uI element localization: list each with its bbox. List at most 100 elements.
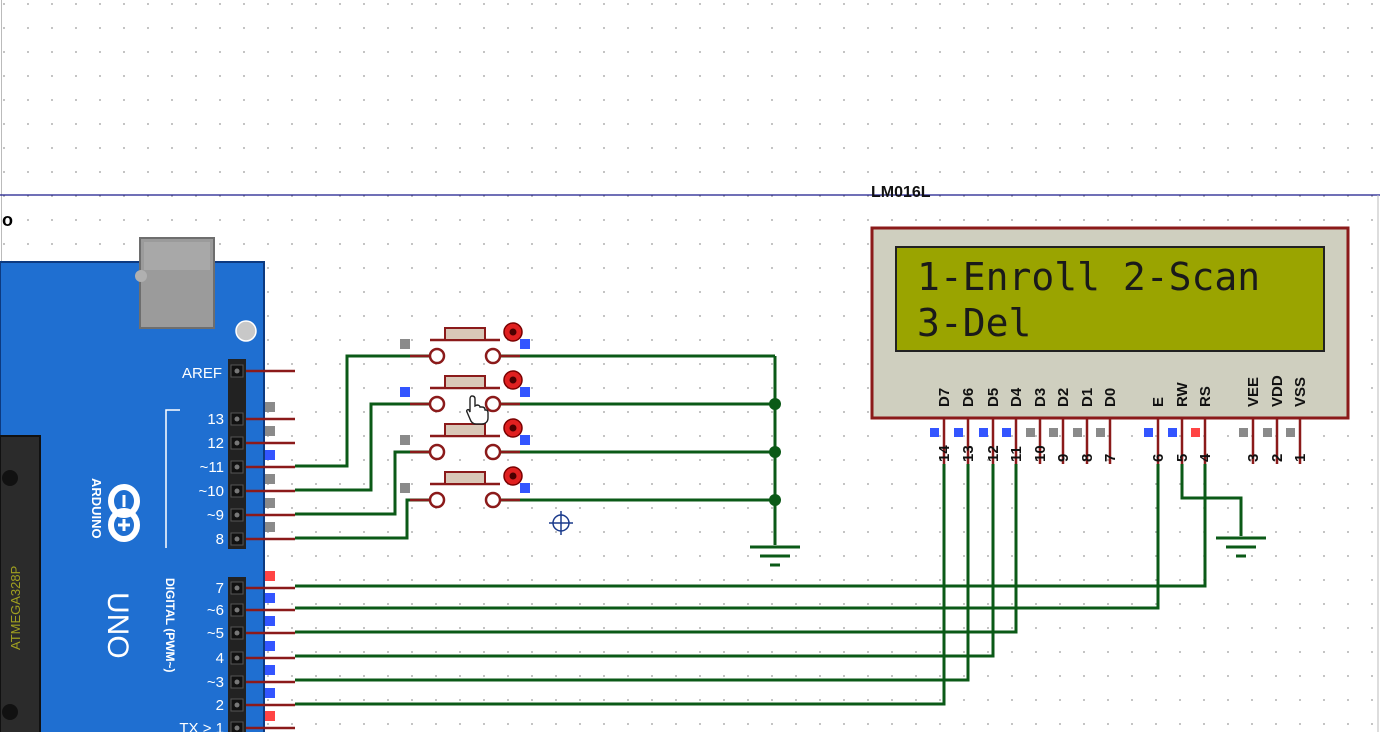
pin-state-marker xyxy=(520,339,530,349)
mounting-hole xyxy=(235,320,257,342)
arduino-logo xyxy=(108,484,140,542)
lcd-pin-label: D6 xyxy=(960,388,977,407)
socket-hole xyxy=(234,512,240,518)
socket-hole xyxy=(234,440,240,446)
arduino-pin-label: ~9 xyxy=(207,507,224,524)
push-button[interactable] xyxy=(400,466,530,509)
lcd-pin-label: VEE xyxy=(1245,377,1262,407)
pin-state-marker xyxy=(265,571,275,581)
lcd-pin-label: VDD xyxy=(1269,375,1286,407)
arduino-pin-stubs xyxy=(246,369,295,730)
push-button[interactable] xyxy=(400,370,530,413)
socket-hole xyxy=(234,464,240,470)
lcd-pin-label: D0 xyxy=(1102,388,1119,407)
socket-hole xyxy=(234,607,240,613)
lcd-pin-number: 14 xyxy=(936,445,953,462)
board-body xyxy=(0,261,265,732)
chip-notch xyxy=(2,470,18,486)
socket-hole xyxy=(234,585,240,591)
arduino-pin-label: 8 xyxy=(216,531,224,548)
pin-state-marker xyxy=(1073,428,1082,437)
arduino-brand: ARDUINO xyxy=(89,478,104,539)
arduino-pin-label: 12 xyxy=(207,435,224,452)
pin-state-marker xyxy=(265,402,275,412)
lcd-pin-label: D7 xyxy=(936,388,953,407)
lcd-display[interactable]: LM016L 1-Enroll 2-Scan 3-Del D714D613D51… xyxy=(870,184,1350,464)
arduino-uno-board[interactable]: ATMEGA328P ARDUINO UNO DIGITAL (PWM~) AR… xyxy=(0,237,295,732)
pin-state-marker xyxy=(979,428,988,437)
lcd-pin-label: VSS xyxy=(1292,377,1309,407)
ground-icon-lcd xyxy=(1216,536,1266,558)
push-button[interactable] xyxy=(400,418,530,461)
pin-state-marker xyxy=(265,641,275,651)
socket-hole xyxy=(234,630,240,636)
pin-state-marker xyxy=(954,428,963,437)
mounting-hole-left xyxy=(135,270,147,282)
lcd-pins: D714D613D512D411D310D29D18D07E6RW5RS4VEE… xyxy=(930,375,1309,464)
push-buttons[interactable] xyxy=(400,322,530,509)
lcd-part-name: LM016L xyxy=(871,184,931,201)
pin-state-marker xyxy=(265,616,275,626)
arduino-pin-label: TX > 1 xyxy=(179,720,224,732)
pin-state-marker xyxy=(1049,428,1058,437)
push-button[interactable] xyxy=(400,322,530,365)
pin-state-marker xyxy=(1191,428,1200,437)
lcd-line-1: 1-Enroll 2-Scan xyxy=(917,255,1260,299)
ground-icon xyxy=(750,545,800,567)
pin-state-marker xyxy=(1286,428,1295,437)
aref-label: AREF xyxy=(182,365,222,382)
lcd-pin-number: 1 xyxy=(1292,454,1309,462)
arduino-model: UNO xyxy=(101,592,134,659)
lcd-pin-number: 11 xyxy=(1008,446,1025,462)
lcd-pin-label: RS xyxy=(1197,386,1214,407)
pin-state-marker xyxy=(400,483,410,493)
digital-label: DIGITAL (PWM~) xyxy=(163,578,177,673)
arduino-pin-label: 13 xyxy=(207,411,224,428)
button-state-indicator[interactable] xyxy=(503,370,523,390)
socket-hole xyxy=(234,655,240,661)
lcd-pin-number: 13 xyxy=(960,445,977,462)
arduino-pin-label: ~6 xyxy=(207,602,224,619)
pin-state-marker xyxy=(1144,428,1153,437)
pin-state-marker xyxy=(1096,428,1105,437)
lcd-pin-label: D1 xyxy=(1079,388,1096,407)
chip-dot xyxy=(2,704,18,720)
arduino-pin-label: 2 xyxy=(216,697,224,714)
pin-state-marker xyxy=(1168,428,1177,437)
usb-connector-inner xyxy=(144,242,210,270)
button-state-indicator[interactable] xyxy=(503,418,523,438)
corner-mark: o xyxy=(2,210,13,230)
lcd-pin-label: D4 xyxy=(1008,387,1025,407)
socket-hole xyxy=(234,679,240,685)
pin-state-marker xyxy=(520,387,530,397)
arduino-pin-label: 7 xyxy=(216,580,224,597)
lcd-pin-label: E xyxy=(1150,397,1167,407)
chip-label: ATMEGA328P xyxy=(8,566,23,650)
arduino-pin-label: ~11 xyxy=(200,459,224,476)
lcd-pin-label: RW xyxy=(1174,381,1191,407)
lcd-pin-number: 10 xyxy=(1032,445,1049,462)
pin-state-marker xyxy=(400,339,410,349)
arduino-pin-label: ~3 xyxy=(207,674,224,691)
socket-hole xyxy=(234,416,240,422)
lcd-pin-number: 5 xyxy=(1174,454,1191,462)
pin-state-marker xyxy=(1263,428,1272,437)
lcd-screen xyxy=(895,246,1325,352)
lcd-line-2: 3-Del xyxy=(917,301,1031,345)
pin-state-marker xyxy=(1002,428,1011,437)
lcd-pin-number: 12 xyxy=(985,445,1002,462)
button-state-indicator[interactable] xyxy=(503,322,523,342)
socket-hole xyxy=(234,368,240,374)
crosshair-icon xyxy=(549,511,573,535)
pin-state-marker xyxy=(265,688,275,698)
lcd-pin-number: 4 xyxy=(1197,453,1214,462)
button-state-indicator[interactable] xyxy=(503,466,523,486)
pin-state-marker xyxy=(265,450,275,460)
lcd-wires xyxy=(295,464,1243,706)
pin-state-marker xyxy=(520,483,530,493)
pin-state-marker xyxy=(1239,428,1248,437)
lcd-pin-number: 7 xyxy=(1102,454,1119,462)
pin-state-marker xyxy=(265,426,275,436)
